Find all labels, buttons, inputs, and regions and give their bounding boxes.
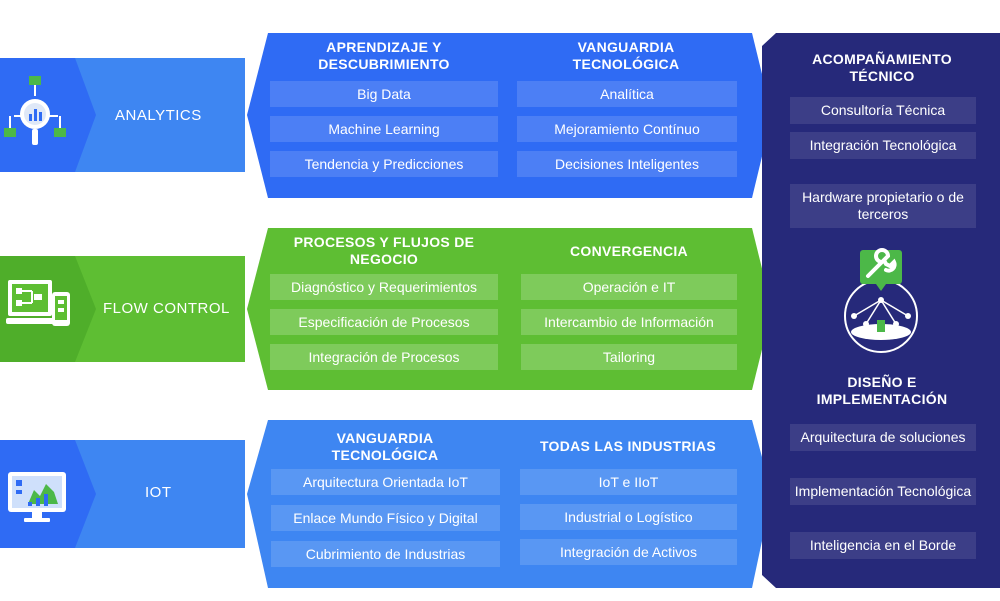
side-top-item: Hardware propietario o de terceros (790, 184, 976, 228)
analytics-magnifier-icon (4, 76, 66, 145)
iot-col1-item: Arquitectura Orientada IoT (271, 469, 500, 495)
analytics-col1-item: Machine Learning (270, 116, 498, 142)
flow-col1-item: Especificación de Procesos (270, 309, 498, 335)
side-bottom-item: Inteligencia en el Borde (790, 532, 976, 559)
analytics-label: ANALYTICS (115, 107, 202, 124)
wrench-network-icon (844, 248, 918, 353)
analytics-col1-item: Tendencia y Predicciones (270, 151, 498, 177)
iot-col2-item: IoT e IIoT (520, 469, 737, 495)
iot-col1-title: VANGUARDIA TECNOLÓGICA (331, 430, 439, 463)
side-top-item: Consultoría Técnica (790, 97, 976, 124)
flow-col2-item: Tailoring (521, 344, 737, 370)
analytics-col2-item: Mejoramiento Contínuo (517, 116, 737, 142)
flow-col1-title: PROCESOS Y FLUJOS DE NEGOCIO (293, 234, 475, 267)
flow-col2-item: Operación e IT (521, 274, 737, 300)
side-top-title: ACOMPAÑAMIENTO TÉCNICO (812, 51, 952, 84)
iot-monitor-icon (8, 472, 66, 522)
analytics-col1-title: APRENDIZAJE Y DESCUBRIMIENTO (318, 39, 450, 72)
flow-col1-item: Diagnóstico y Requerimientos (270, 274, 498, 300)
iot-col1-item: Enlace Mundo Físico y Digital (271, 505, 500, 531)
side-panel (762, 33, 1000, 588)
analytics-col2-item: Decisiones Inteligentes (517, 151, 737, 177)
iot-col2-title: TODAS LAS INDUSTRIAS (539, 438, 717, 454)
flow-col2-title: CONVERGENCIA (570, 243, 688, 259)
iot-panel (247, 420, 772, 588)
iot-col2-item: Industrial o Logístico (520, 504, 737, 530)
analytics-col2-item: Analítica (517, 81, 737, 107)
analytics-panel (247, 33, 772, 198)
iot-col2-item: Integración de Activos (520, 539, 737, 565)
flow-col2-item: Intercambio de Información (521, 309, 737, 335)
iot-col1-item: Cubrimiento de Industrias (271, 541, 500, 567)
iot-label: IOT (145, 484, 172, 501)
flow-devices-icon (6, 280, 70, 326)
side-bottom-title: DISEÑO E IMPLEMENTACIÓN (816, 374, 948, 407)
flow-panel (247, 228, 772, 390)
side-bottom-item: Implementación Tecnológica (790, 478, 976, 505)
analytics-col1-item: Big Data (270, 81, 498, 107)
flow-control-label: FLOW CONTROL (103, 300, 230, 317)
side-bottom-item: Arquitectura de soluciones (790, 424, 976, 451)
flow-col1-item: Integración de Procesos (270, 344, 498, 370)
analytics-col2-title: VANGUARDIA TECNOLÓGICA (572, 39, 680, 72)
side-top-item: Integración Tecnológica (790, 132, 976, 159)
